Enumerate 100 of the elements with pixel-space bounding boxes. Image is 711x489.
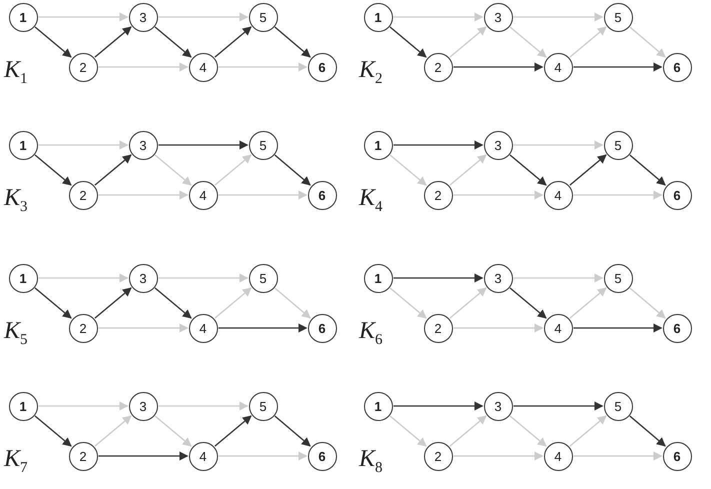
numbered-circle xyxy=(68,314,98,342)
node-number: 3 xyxy=(139,138,147,152)
arrow xyxy=(394,273,484,283)
numbered-circle xyxy=(544,314,572,342)
arrow xyxy=(34,287,72,319)
graph-label: K$_{2}$ xyxy=(359,58,383,87)
numbered-circle xyxy=(484,130,512,160)
arrow xyxy=(218,190,308,200)
arrow xyxy=(570,415,607,447)
arrow xyxy=(274,288,311,319)
arrow xyxy=(218,62,308,72)
arrow xyxy=(94,26,132,58)
arrow xyxy=(38,140,128,150)
numbered-circle xyxy=(188,442,218,470)
arrow xyxy=(454,323,544,333)
numbered-circle xyxy=(128,2,158,32)
arrow xyxy=(390,154,427,186)
arrow xyxy=(154,415,192,447)
numbered-circle xyxy=(662,52,692,82)
arrow xyxy=(510,415,547,447)
arrow xyxy=(98,62,188,72)
node-number: 1 xyxy=(19,10,27,24)
arrow xyxy=(98,451,188,461)
node-number: 4 xyxy=(199,450,207,462)
arrow xyxy=(570,26,607,58)
arrow xyxy=(274,416,311,447)
arrow xyxy=(274,26,311,58)
arrow xyxy=(570,154,607,186)
graph-label: K$_{8}$ xyxy=(359,447,383,476)
arrow xyxy=(94,154,132,186)
numbered-circle xyxy=(424,180,452,210)
node-number: 5 xyxy=(259,138,267,152)
numbered-circle xyxy=(68,180,98,210)
node-number: 3 xyxy=(494,400,502,412)
graph-label: K$_{6}$ xyxy=(359,319,383,348)
node-number: 6 xyxy=(673,60,681,74)
node-number: 4 xyxy=(554,450,562,462)
arrow xyxy=(390,415,427,447)
arrow xyxy=(98,323,188,333)
arrow xyxy=(38,401,128,411)
node-number: 2 xyxy=(79,322,87,334)
node-number: 2 xyxy=(434,322,442,334)
numbered-circle xyxy=(128,264,158,292)
arrow xyxy=(214,415,252,447)
arrow xyxy=(158,273,248,283)
arrow xyxy=(218,323,308,333)
numbered-circle xyxy=(604,264,632,292)
node-number: 2 xyxy=(79,60,87,74)
arrow xyxy=(450,154,487,186)
node-number: 5 xyxy=(614,10,622,24)
arrow xyxy=(214,26,252,58)
arrow xyxy=(154,287,192,319)
arrow xyxy=(34,154,72,186)
numbered-circle xyxy=(364,130,392,160)
node-number: 1 xyxy=(19,400,27,412)
arrow xyxy=(514,273,604,283)
arrow xyxy=(34,415,72,447)
numbered-circle xyxy=(424,314,452,342)
numbered-circle xyxy=(544,52,572,82)
node-number: 1 xyxy=(19,138,27,152)
arrow xyxy=(94,415,132,447)
numbered-circle xyxy=(8,130,38,160)
arrow xyxy=(454,190,544,200)
arrow xyxy=(570,287,607,319)
node-number: 2 xyxy=(434,60,442,74)
numbered-circle xyxy=(188,52,218,82)
numbered-circle xyxy=(308,314,336,342)
arrow xyxy=(629,26,666,58)
node-number: 5 xyxy=(614,138,622,152)
node-number: 2 xyxy=(79,450,87,462)
numbered-circle xyxy=(308,180,336,210)
arrow xyxy=(629,416,666,447)
numbered-circle xyxy=(662,442,692,470)
node-number: 6 xyxy=(673,188,681,202)
numbered-circle xyxy=(68,442,98,470)
graph-label: K$_{1}$ xyxy=(4,58,28,87)
arrow xyxy=(158,401,248,411)
arrow xyxy=(154,26,192,58)
node-number: 6 xyxy=(318,188,326,202)
arrow xyxy=(574,323,662,333)
numbered-circle xyxy=(484,2,512,32)
arrow xyxy=(390,287,427,319)
arrow xyxy=(454,451,544,461)
arrow xyxy=(394,401,484,411)
numbered-circle xyxy=(188,314,218,342)
node-number: 1 xyxy=(374,138,382,152)
node-number: 3 xyxy=(139,400,147,412)
arrow xyxy=(514,12,604,22)
node-number: 3 xyxy=(139,272,147,284)
node-number: 4 xyxy=(199,188,207,202)
numbered-circle xyxy=(364,264,392,292)
numbered-circle xyxy=(248,264,278,292)
numbered-circle xyxy=(364,392,392,420)
arrow xyxy=(38,12,128,22)
numbered-circle xyxy=(604,2,632,32)
node-number: 6 xyxy=(318,60,326,74)
numbered-circle xyxy=(248,392,278,420)
numbered-circle xyxy=(8,264,38,292)
numbered-circle xyxy=(484,392,512,420)
node-number: 4 xyxy=(554,60,562,74)
